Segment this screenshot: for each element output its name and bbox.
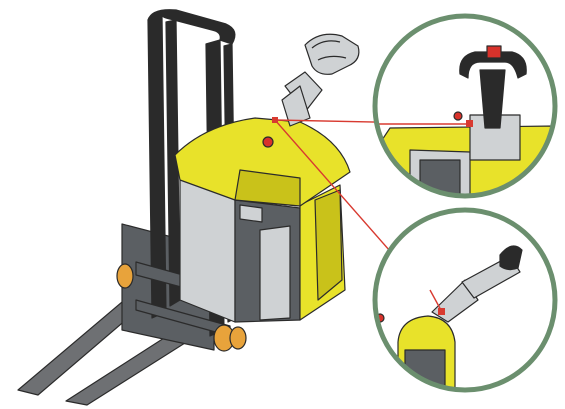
mast-crossbar [147, 9, 236, 45]
tiller [281, 33, 360, 127]
top-detail-tiller-column [479, 69, 506, 129]
hood-front-face [234, 169, 301, 207]
top-detail-stop-button [486, 45, 502, 59]
front-slot [239, 204, 263, 223]
body-side-shade [314, 189, 343, 301]
pointer-anchor [272, 117, 278, 123]
bottom-callout-ring [372, 207, 558, 393]
top-callout-ring [372, 13, 558, 199]
bottom-detail-content [375, 210, 555, 390]
top-detail-marker [466, 120, 473, 127]
top-detail-column-base [469, 114, 521, 161]
bottom-detail-marker [438, 308, 445, 315]
wheels [116, 263, 247, 352]
top-detail-emergency-stop [453, 111, 463, 121]
bottom-detail-tiller-head [499, 245, 523, 271]
tiller-arm-lower [281, 85, 311, 127]
side-cover [259, 225, 291, 321]
tiller-handles [311, 40, 347, 61]
battery-panel-left [179, 177, 236, 323]
emergency-stop-button [262, 136, 274, 148]
top-detail-content [375, 16, 555, 196]
chassis [174, 117, 351, 323]
load-wheel-right [229, 326, 247, 350]
top-detail-handlebar [459, 51, 527, 79]
load-wheel-left [116, 263, 134, 289]
